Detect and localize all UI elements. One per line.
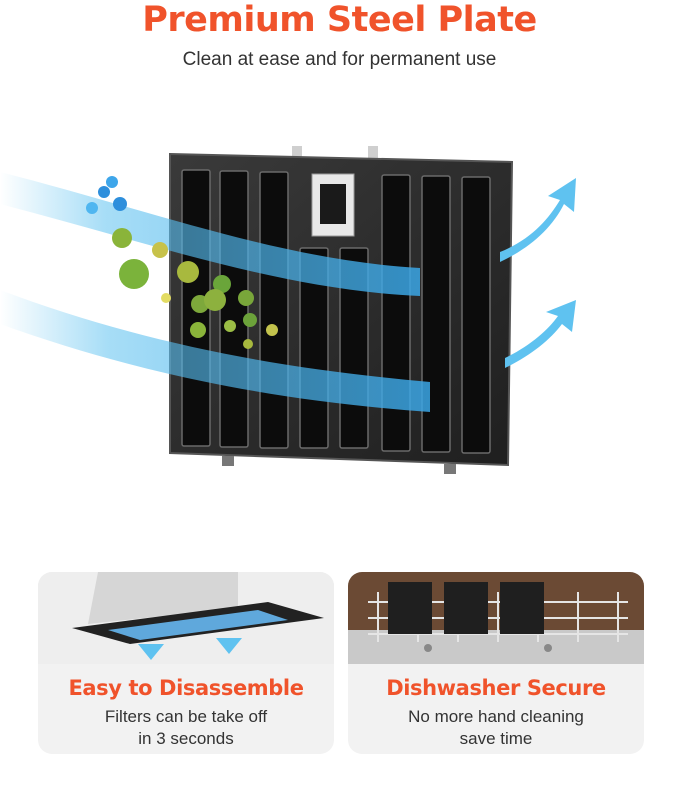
airflow-streams bbox=[0, 172, 576, 412]
feature-title: Dishwasher Secure bbox=[386, 676, 606, 700]
range-hood-illustration bbox=[38, 572, 334, 664]
page-title: Premium Steel Plate bbox=[142, 0, 537, 40]
feature-card-dishwasher: Dishwasher Secure No more hand cleaning … bbox=[348, 572, 644, 754]
page-subtitle: Clean at ease and for permanent use bbox=[182, 49, 497, 70]
feature-description: No more hand cleaning save time bbox=[408, 707, 584, 748]
dust-particles bbox=[86, 176, 278, 349]
dishwasher-illustration bbox=[348, 572, 644, 664]
feature-card-disassemble: Easy to Disassemble Filters can be take … bbox=[38, 572, 334, 754]
feature-title: Easy to Disassemble bbox=[68, 676, 304, 700]
filter-hero-illustration bbox=[0, 120, 679, 520]
steel-filter-plate bbox=[169, 146, 514, 474]
feature-description: Filters can be take off in 3 seconds bbox=[104, 707, 268, 748]
